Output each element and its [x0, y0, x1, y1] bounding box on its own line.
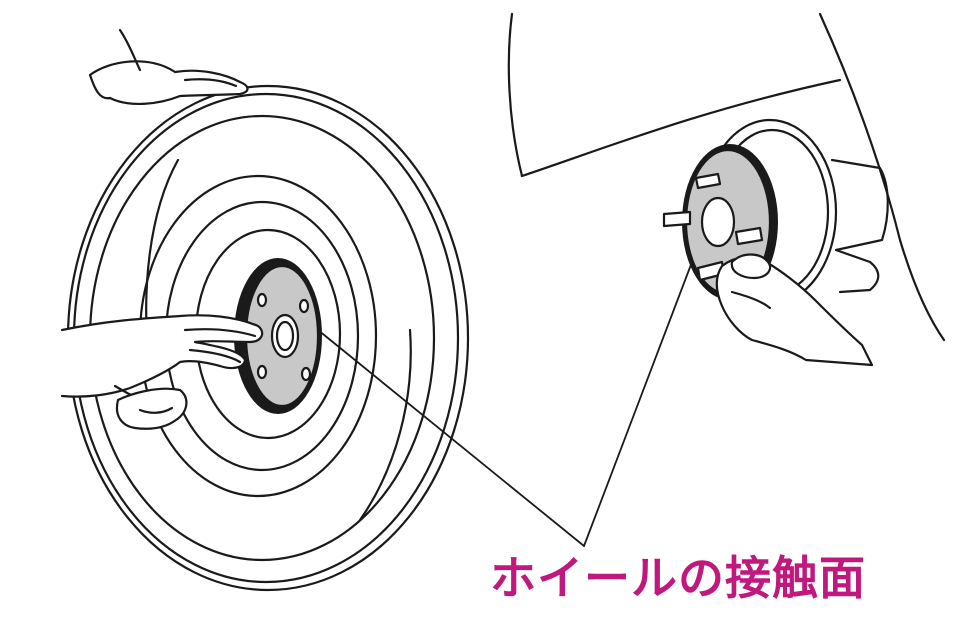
wheel-stud-icon: [662, 172, 764, 282]
wheel-hub-face: [234, 258, 322, 414]
leader-line: [317, 261, 693, 547]
fender-outline: [507, 12, 946, 342]
cloth-icon: [115, 387, 188, 430]
cloth-icon: [730, 253, 772, 280]
hand-icon: [88, 28, 249, 106]
contact-surface-label: ホイールの接触面: [490, 551, 866, 605]
